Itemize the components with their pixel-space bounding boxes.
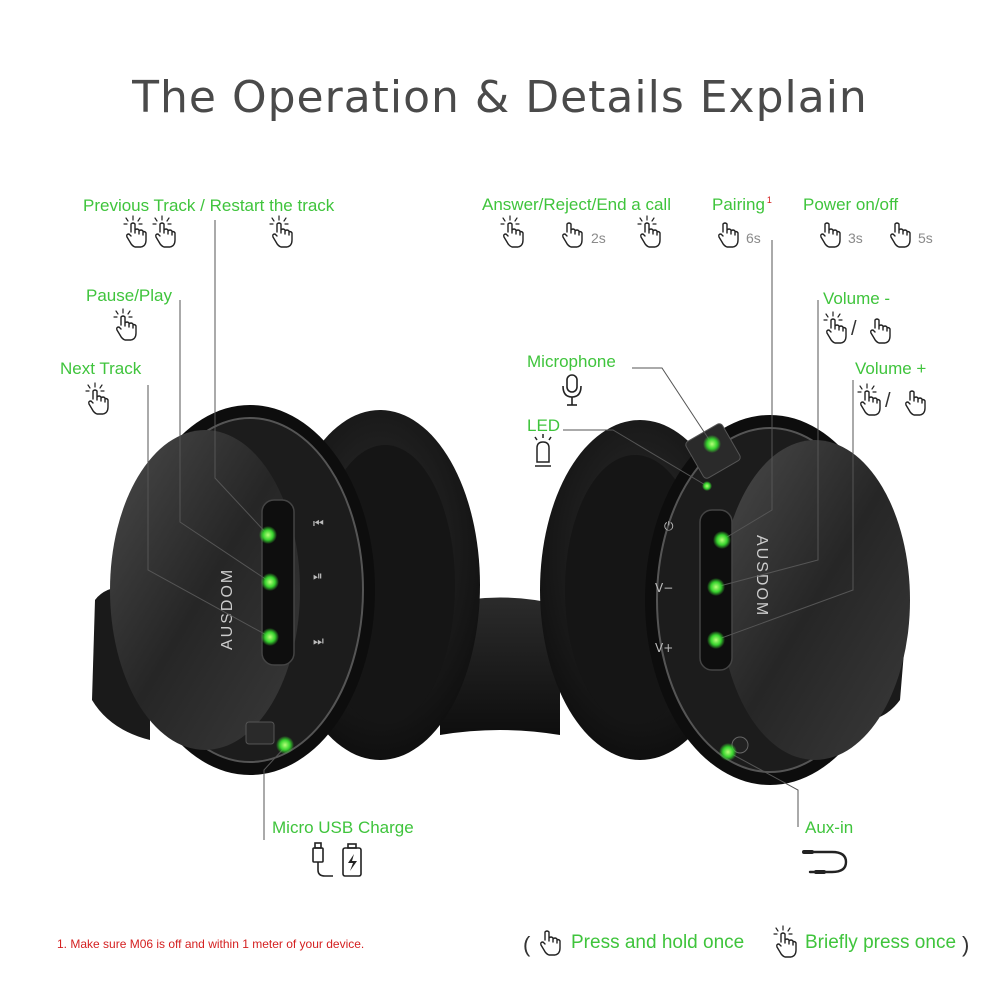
dot-vminus <box>707 578 725 596</box>
hold-icon-power-off <box>890 222 911 248</box>
microphone-icon <box>562 374 582 406</box>
pairing-footnote-mark: 1 <box>766 195 772 206</box>
left-brushed-plate <box>110 430 300 750</box>
dot-pairing <box>713 531 731 549</box>
duration-power-off: 5s <box>918 230 933 246</box>
leader-usb <box>263 746 286 840</box>
hold-icon-volume-minus <box>870 318 891 344</box>
tap-icon-volume-plus <box>857 383 881 416</box>
dot-mic <box>703 435 721 453</box>
dot-aux <box>719 743 737 761</box>
duration-power-on: 3s <box>848 230 863 246</box>
leader-vminus <box>715 300 819 588</box>
tap-icon-volume-minus <box>823 311 847 344</box>
label-previous-track: Previous Track / Restart the track <box>83 196 335 215</box>
label-micro-usb: Micro USB Charge <box>272 818 414 837</box>
brand-left: AUSDOM <box>219 568 236 650</box>
power-glyph: ⏻ <box>664 519 674 533</box>
duration-pairing: 6s <box>746 230 761 246</box>
leader-play <box>179 300 271 583</box>
led-icon <box>534 434 552 467</box>
hold-icon-reject <box>562 222 583 248</box>
label-microphone: Microphone <box>527 352 616 371</box>
hold-icon-legend <box>540 930 561 956</box>
dot-next <box>261 628 279 646</box>
label-power: Power on/off <box>803 195 899 214</box>
legend-close-paren: ) <box>962 932 970 957</box>
tap-icon-answer <box>500 215 524 248</box>
tap-icon-next <box>85 382 109 415</box>
label-next-track: Next Track <box>60 359 142 378</box>
leader-next <box>147 385 271 638</box>
prev-glyph: ⏮ <box>313 516 324 530</box>
leader-aux <box>727 751 799 827</box>
legend-hold: Press and hold once <box>571 932 745 953</box>
vplus-glyph: V+ <box>655 641 673 655</box>
tap-icon-legend <box>773 925 797 958</box>
leader-mic <box>632 367 713 445</box>
dot-led <box>702 481 712 491</box>
dot-prev <box>259 526 277 544</box>
label-volume-minus: Volume - <box>823 289 891 308</box>
label-answer-call: Answer/Reject/End a call <box>482 195 671 214</box>
hold-icon-volume-plus <box>905 390 926 416</box>
right-brushed-plate <box>720 440 910 760</box>
vminus-glyph: V− <box>655 581 673 595</box>
label-aux-in: Aux-in <box>805 818 854 837</box>
tap-icon-prev-2 <box>152 215 176 248</box>
tap-icon-prev-1 <box>123 215 147 248</box>
footnote: 1. Make sure M06 is off and within 1 met… <box>57 937 365 951</box>
tap-icon-restart <box>269 215 293 248</box>
duration-answer-hold: 2s <box>591 230 606 246</box>
dot-vplus <box>707 631 725 649</box>
usb-battery-icon <box>312 842 362 877</box>
legend-open-paren: ( <box>523 932 531 957</box>
dot-usb <box>276 736 294 754</box>
label-pause-play: Pause/Play <box>86 286 172 305</box>
leader-led <box>563 429 708 487</box>
slash-volume-minus: / <box>851 318 857 340</box>
hold-icon-pairing <box>718 222 739 248</box>
page-title: The Operation & Details Explain <box>132 72 868 123</box>
tap-icon-pause <box>113 308 137 341</box>
legend-brief: Briefly press once <box>805 932 957 953</box>
leader-vplus <box>715 380 854 641</box>
label-led: LED <box>527 416 561 435</box>
hold-icon-power-on <box>820 222 841 248</box>
usb-port <box>245 721 275 745</box>
leader-pairing <box>721 240 773 541</box>
play-glyph: ⏯ <box>313 569 323 583</box>
dot-play <box>261 573 279 591</box>
slash-volume-plus: / <box>885 390 891 412</box>
brand-right: AUSDOM <box>753 535 770 617</box>
leader-prev <box>214 220 269 536</box>
aux-cable-icon <box>802 850 848 874</box>
label-volume-plus: Volume + <box>855 359 927 378</box>
next-glyph: ⏭ <box>313 634 324 648</box>
tap-icon-end <box>637 215 661 248</box>
